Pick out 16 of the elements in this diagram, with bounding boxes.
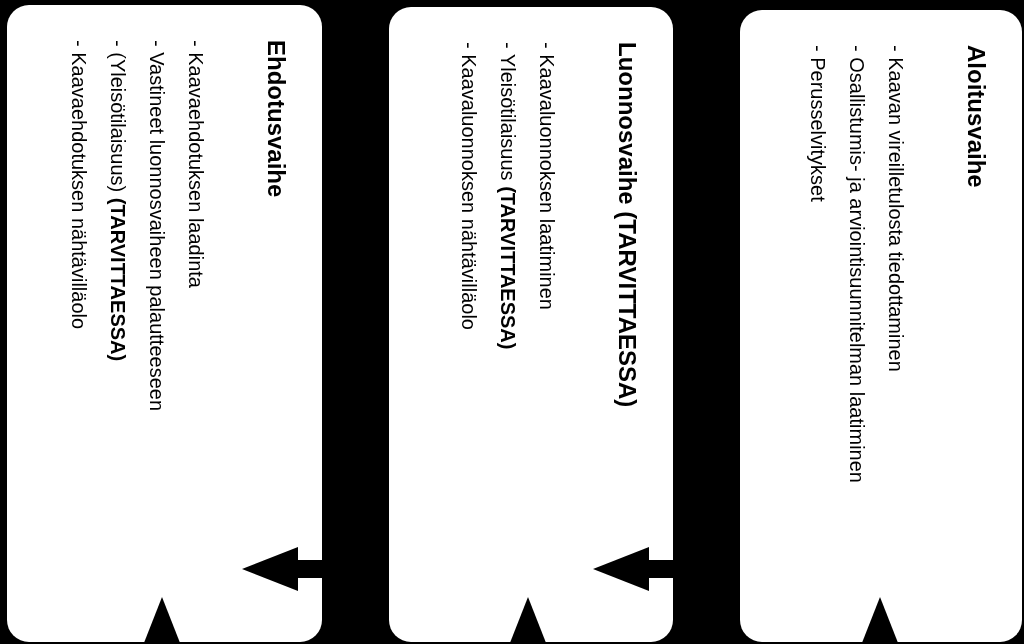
phase-title: Aloitusvaihe	[962, 45, 991, 188]
task-item: - Kaavaluonnoksen laatiminen	[535, 42, 559, 310]
task-item: - Yleisötilaisuus (TARVITTAESSA)	[496, 42, 520, 350]
task-item: - Kaavan vireilletulosta tiedottaminen	[884, 45, 908, 372]
task-item: - (Yleisötilaisuus) (TARVITTAESSA)	[106, 40, 130, 362]
task-item: - Vastineet luonnosvaiheen palautteeseen	[145, 40, 169, 411]
phase-title: Ehdotusvaihe	[262, 40, 291, 198]
phase-title: Luonnosvaihe (TARVITTAESSA)	[613, 42, 642, 408]
phase-card	[7, 5, 322, 642]
task-item: - Kaavaehdotuksen nähtävilläolo	[67, 40, 91, 330]
task-item: - Osallistumis- ja arviointisuunnitelman laatiminen	[845, 45, 869, 483]
task-item: - Kaavaluonnoksen nähtävilläolo	[457, 42, 481, 330]
phase-card	[740, 10, 1022, 642]
task-item: - Kaavaehdotuksen laadinta	[184, 40, 208, 288]
phase-card	[389, 7, 673, 642]
task-item: - Perusselvitykset	[806, 45, 830, 202]
